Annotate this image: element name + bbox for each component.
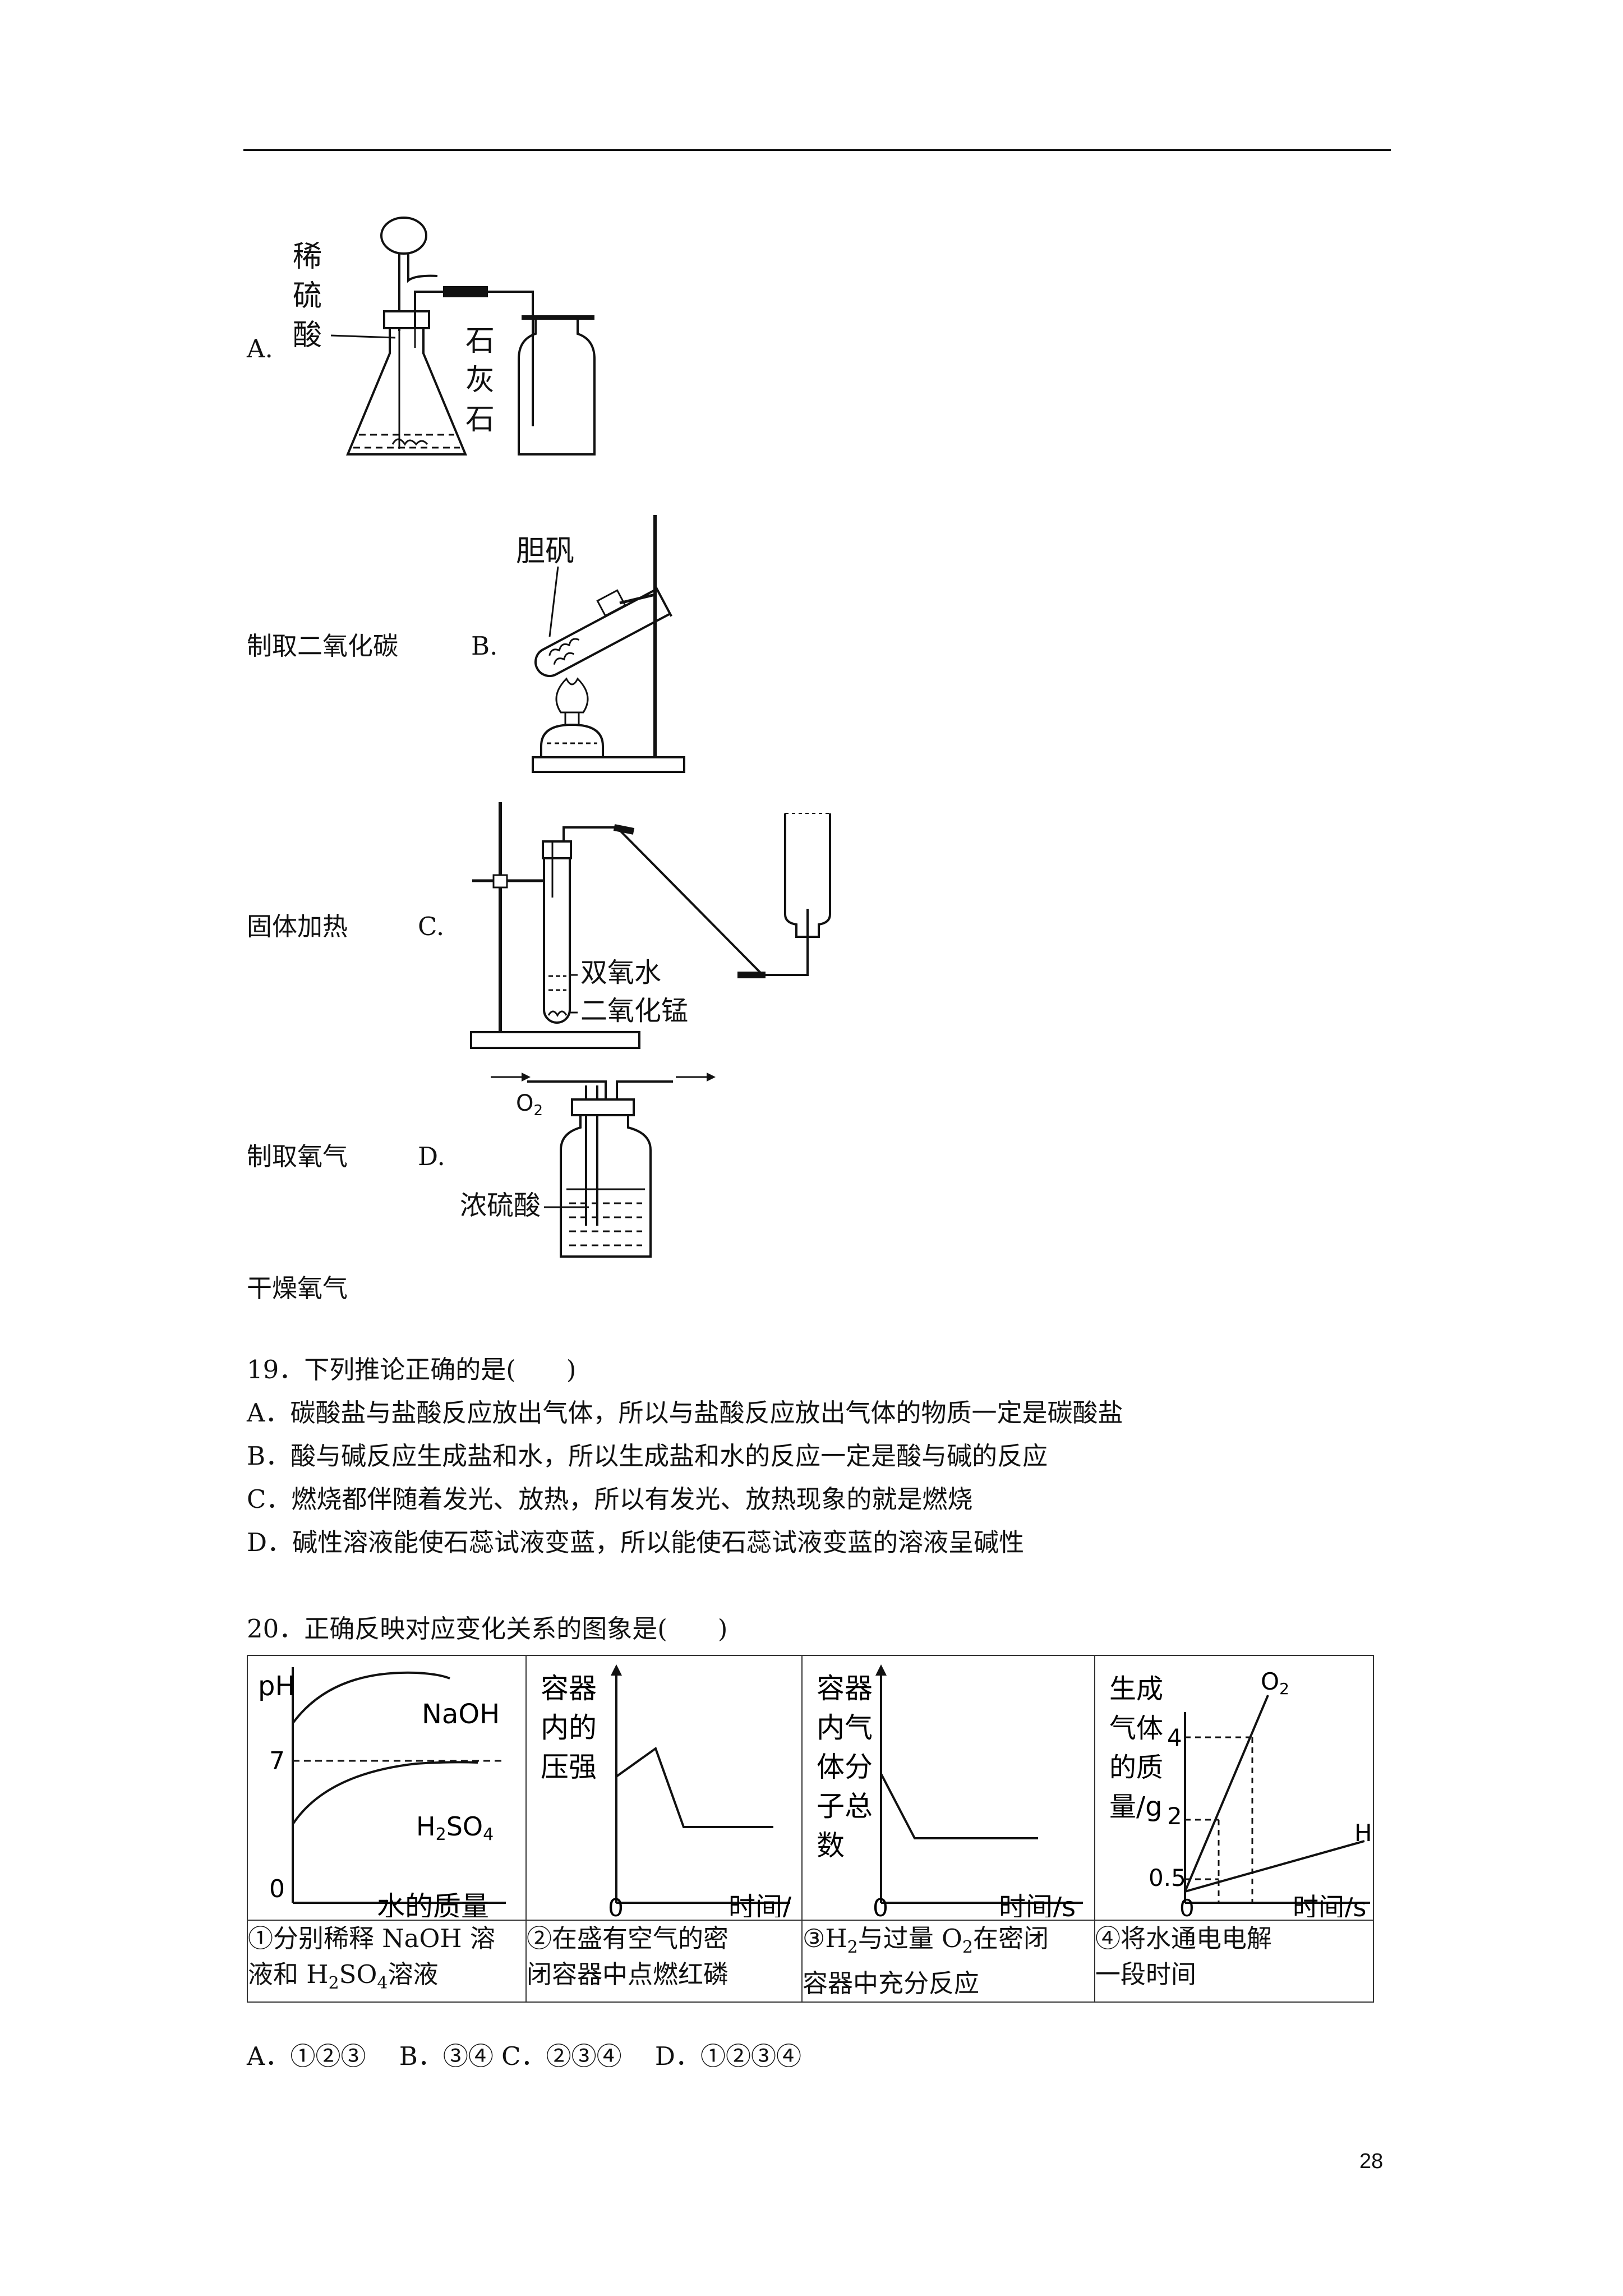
option-c-label: C. bbox=[418, 912, 445, 941]
ph-origin: 0 bbox=[269, 1875, 285, 1903]
graph-cell-2: 容器 内的 压强 0 时间/ bbox=[525, 1655, 803, 1923]
gas-drying-apparatus: O2 浓硫酸 bbox=[460, 1073, 716, 1258]
label-left-1: 稀 bbox=[293, 240, 322, 274]
graph-electrolysis: 生成 气体 的质 量/g 4 2 0.5 0 时间/s O2 H bbox=[1109, 1668, 1372, 1922]
label-chalcanthite: 胆矾 bbox=[516, 535, 574, 568]
graph-pressure: 容器 内的 压强 0 时间/ bbox=[541, 1664, 792, 1923]
time-label-3: 时间/s bbox=[999, 1892, 1076, 1917]
q20-answer-options: A．①②③ B．③④ C．②③④ D．①②③④ bbox=[247, 2041, 801, 2071]
gas-mass-label-2: 气体 bbox=[1109, 1713, 1163, 1744]
q19-option-d: D．碱性溶液能使石蕊试液变蓝，所以能使石蕊试液变蓝的溶液呈碱性 bbox=[247, 1527, 1025, 1557]
option-b-label: B. bbox=[471, 631, 498, 661]
molecule-label-1: 容器 bbox=[817, 1672, 873, 1705]
co2-generation-apparatus: 稀 硫 酸 石 灰 石 bbox=[293, 217, 596, 455]
graph3-origin: 0 bbox=[873, 1894, 888, 1917]
gas-mass-label-4: 量/g bbox=[1109, 1791, 1163, 1823]
option-c-caption: 制取氧气 bbox=[247, 1142, 348, 1171]
tick-05: 0.5 bbox=[1149, 1864, 1186, 1892]
graph-molecule-count: 容器 内气 体分 子总 数 0 时间/s bbox=[817, 1664, 1083, 1923]
h2-line-label: H bbox=[1354, 1819, 1372, 1847]
option-d-label: D. bbox=[418, 1142, 445, 1171]
pressure-label-2: 内的 bbox=[541, 1711, 597, 1744]
solid-heating-apparatus: 胆矾 bbox=[516, 515, 685, 773]
option-d-caption: 干燥氧气 bbox=[247, 1273, 348, 1303]
label-right-1: 石 bbox=[465, 324, 495, 358]
q19-stem: 19．下列推论正确的是( ) bbox=[247, 1355, 577, 1384]
label-manganese-dioxide: 二氧化锰 bbox=[580, 995, 688, 1027]
label-oxygen: O bbox=[516, 1091, 533, 1116]
naoh-label: NaOH bbox=[422, 1699, 500, 1730]
graph-cell-4: 生成 气体 的质 量/g 4 2 0.5 0 时间/s O2 H bbox=[1094, 1655, 1374, 1922]
tick-4: 4 bbox=[1167, 1724, 1182, 1751]
gas-mass-label-3: 的质 bbox=[1109, 1752, 1163, 1783]
h2so4-label: H bbox=[416, 1811, 436, 1842]
graph-ph-dilution: pH 7 0 NaOH H2SO4 水的质量 bbox=[258, 1667, 506, 1923]
q19-option-a: A．碳酸盐与盐酸反应放出气体，所以与盐酸反应放出气体的物质一定是碳酸盐 bbox=[247, 1398, 1123, 1428]
water-mass-label: 水的质量 bbox=[377, 1890, 489, 1917]
time-label-2: 时间/ bbox=[728, 1892, 792, 1917]
header-rule bbox=[243, 149, 1391, 151]
gas-mass-label-1: 生成 bbox=[1109, 1673, 1163, 1705]
svg-text:O2: O2 bbox=[516, 1091, 543, 1119]
molecule-label-5: 数 bbox=[817, 1829, 845, 1862]
molecule-label-2: 内气 bbox=[817, 1711, 873, 1744]
svg-text:O2: O2 bbox=[1261, 1668, 1289, 1698]
molecule-label-4: 子总 bbox=[817, 1790, 873, 1823]
label-hydrogen-peroxide: 双氧水 bbox=[580, 957, 661, 988]
pressure-label-3: 压强 bbox=[541, 1751, 597, 1783]
graph-cell-3: 容器 内气 体分 子总 数 0 时间/s bbox=[801, 1655, 1095, 1923]
page-number: 28 bbox=[1359, 2150, 1384, 2173]
caption-3: ③H2与过量 O2在密闭 容器中充分反应 bbox=[801, 1920, 1095, 2003]
label-right-3: 石 bbox=[465, 403, 495, 436]
molecule-label-3: 体分 bbox=[817, 1751, 873, 1783]
ph-axis-label: pH bbox=[258, 1671, 296, 1702]
caption-2: ②在盛有空气的密 闭容器中点燃红磷 bbox=[525, 1920, 803, 2003]
svg-text:H2SO4: H2SO4 bbox=[416, 1811, 494, 1844]
label-left-2: 硫 bbox=[293, 279, 322, 313]
graph4-origin: 0 bbox=[1179, 1894, 1195, 1917]
time-label-4: 时间/s bbox=[1293, 1892, 1366, 1917]
label-conc-sulfuric-acid: 浓硫酸 bbox=[460, 1190, 541, 1221]
option-a-label: A. bbox=[247, 334, 273, 364]
oxygen-generation-apparatus: 双氧水 二氧化锰 bbox=[470, 802, 831, 1049]
q19-option-c: C．燃烧都伴随着发光、放热，所以有发光、放热现象的就是燃烧 bbox=[247, 1484, 973, 1514]
caption-1: ①分别稀释 NaOH 溶 液和 H2SO4溶液 bbox=[247, 1920, 527, 2003]
q19-option-b: B．酸与碱反应生成盐和水，所以生成盐和水的反应一定是酸与碱的反应 bbox=[247, 1441, 1048, 1471]
label-left-3: 酸 bbox=[293, 319, 322, 352]
graph2-origin: 0 bbox=[608, 1894, 624, 1917]
o2-line-label: O bbox=[1261, 1668, 1279, 1695]
graph-cell-1: pH 7 0 NaOH H2SO4 水的质量 bbox=[247, 1655, 527, 1923]
option-a-caption: 制取二氧化碳 bbox=[247, 631, 399, 661]
tick-2: 2 bbox=[1167, 1802, 1182, 1830]
q20-graph-table: pH 7 0 NaOH H2SO4 水的质量 容器 内的 压强 0 时间/ bbox=[247, 1655, 1374, 2003]
ph-seven: 7 bbox=[269, 1747, 285, 1775]
q20-stem: 20．正确反映对应变化关系的图象是( ) bbox=[247, 1614, 728, 1644]
pressure-label-1: 容器 bbox=[541, 1672, 597, 1705]
caption-4: ④将水通电电解 一段时间 bbox=[1094, 1920, 1374, 2003]
option-b-caption: 固体加热 bbox=[247, 912, 348, 941]
label-right-2: 灰 bbox=[465, 364, 495, 397]
